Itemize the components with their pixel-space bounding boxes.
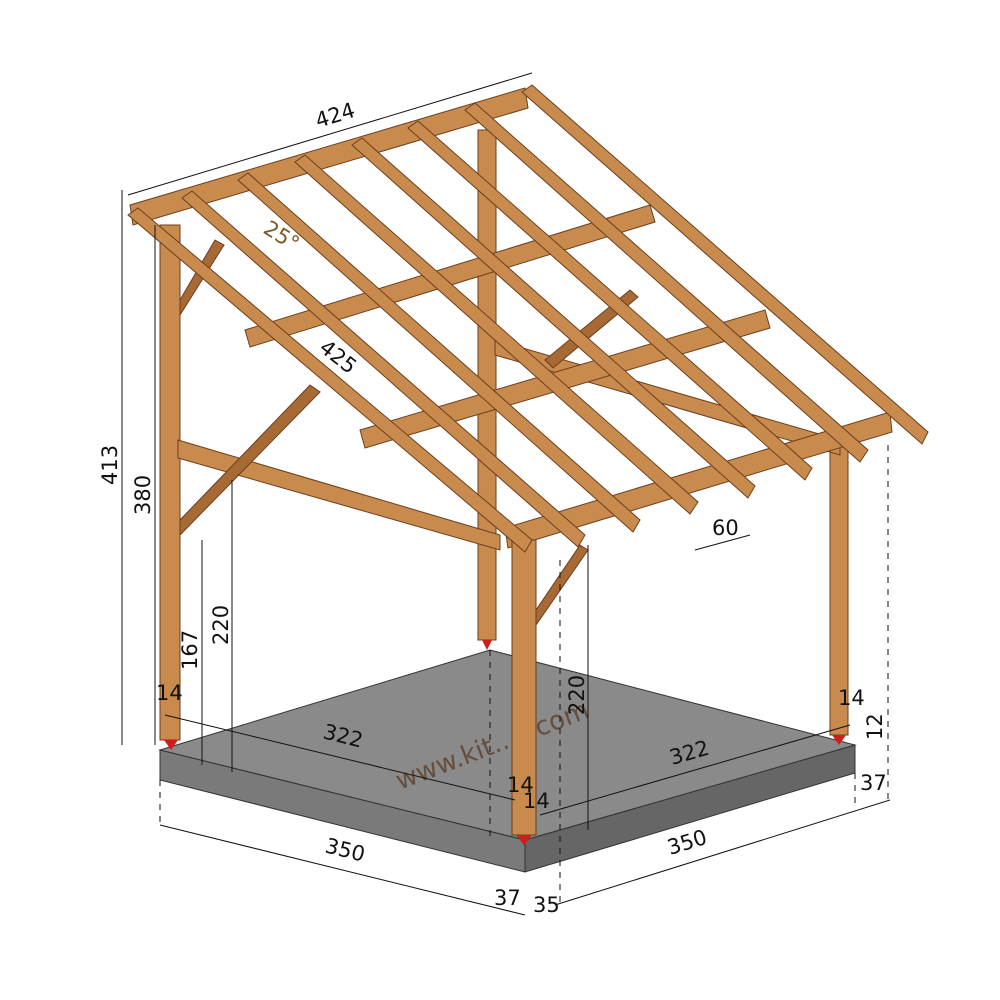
dim-right-outer-span: 350 [664,825,709,860]
front-brace [535,544,589,627]
dim-right-post-width: 14 [838,686,865,710]
left-tie-beam [177,439,501,551]
dim-post-height: 380 [131,475,155,515]
dim-front-post-width-a: 14 [507,773,534,797]
dim-left-outer-span: 350 [323,834,368,867]
left-brace [179,384,321,537]
dim-left-beam-height: 220 [209,605,233,645]
concrete-slab [158,649,857,873]
dimension-lines [121,72,891,916]
dim-front-overhang-a: 37 [494,886,521,910]
purlin [504,411,893,549]
dim-rafter-spacing: 60 [712,516,739,540]
front-post [511,539,537,845]
dim-front-post-width-b: 14 [523,789,550,813]
dim-total-height: 413 [98,445,122,485]
dim-left-opening-height: 167 [178,630,202,670]
left-post [159,224,181,750]
dim-left-post-width: 14 [156,681,183,705]
dim-front-beam-height: 220 [565,675,589,715]
rafters [127,84,929,553]
dim-foot-height: 12 [863,713,887,740]
dim-right-overhang: 37 [860,771,887,795]
dim-front-overhang-b: 35 [533,893,560,917]
